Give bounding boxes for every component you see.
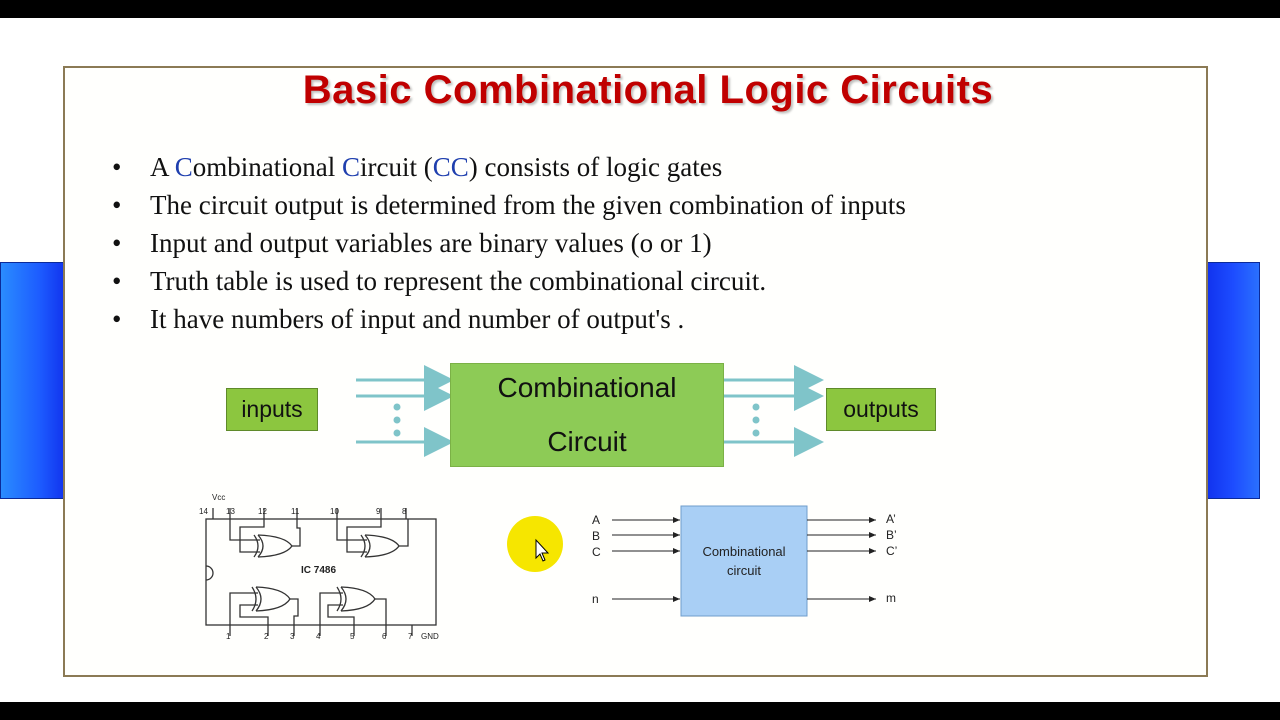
bullet-item-2: • The circuit output is determined from t… — [112, 186, 906, 224]
output-label-m: m — [886, 591, 896, 605]
vcc-label: Vcc — [212, 493, 225, 502]
output-label-c: C’ — [886, 544, 897, 558]
pin-10: 10 — [330, 507, 339, 516]
bullet-item-3: • Input and output variables are binary v… — [112, 224, 906, 262]
pin-1: 1 — [226, 632, 231, 641]
xor-gate-1 — [229, 519, 301, 558]
bullet-text-part: ombinational — [192, 152, 343, 182]
bullet-text: Input and output variables are binary va… — [150, 228, 712, 258]
bottom-letterbox-bar — [0, 702, 1280, 720]
pin-2: 2 — [264, 632, 269, 641]
right-decorative-panel — [1206, 262, 1260, 499]
output-label-b: B’ — [886, 528, 897, 542]
bullet-text-part: ) consists of logic gates — [468, 152, 723, 182]
bullet-glyph: • — [112, 266, 122, 296]
pin-6: 6 — [382, 632, 387, 641]
ellipsis-dot — [752, 403, 760, 411]
left-decorative-panel — [0, 262, 66, 499]
bullet-glyph: • — [112, 228, 122, 258]
ellipsis-dot — [752, 429, 760, 437]
pin-5: 5 — [350, 632, 355, 641]
ic-notch — [205, 565, 214, 581]
ic-part-label: IC 7486 — [301, 565, 336, 576]
top-letterbox-bar — [0, 0, 1280, 18]
highlight-abbrev-cc: CC — [432, 152, 469, 182]
ellipsis-dot — [393, 429, 401, 437]
bullet-item-5: • It have numbers of input and number of … — [112, 300, 906, 338]
bullet-text: It have numbers of input and number of o… — [150, 304, 685, 334]
highlight-letter-c: C — [174, 152, 193, 182]
pin-8: 8 — [402, 507, 407, 516]
pin-14: 14 — [199, 507, 208, 516]
pin-3: 3 — [290, 632, 295, 641]
generic-circuit-box — [680, 505, 808, 617]
circuit-label-line-1: Combinational — [497, 372, 677, 403]
generic-circuit-label-2: circuit — [727, 563, 761, 578]
bullet-glyph: • — [112, 152, 122, 182]
slide-title: Basic Combinational Logic Circuits — [302, 68, 994, 112]
bullet-text: The circuit output is determined from th… — [150, 190, 906, 220]
pin-7: 7 — [408, 632, 413, 641]
input-label-n: n — [592, 592, 599, 606]
pin-13: 13 — [226, 507, 235, 516]
ellipsis-dot — [393, 403, 401, 411]
ellipsis-dot — [393, 416, 401, 424]
bullet-text-part: A — [150, 152, 175, 182]
bullet-glyph: • — [112, 304, 122, 334]
gnd-label: GND — [421, 632, 439, 641]
bullet-glyph: • — [112, 190, 122, 220]
circuit-label-line-2: Circuit — [547, 426, 627, 457]
output-label-a: A’ — [886, 512, 896, 526]
input-label-b: B — [592, 529, 600, 543]
generic-circuit-label-1: Combinational — [702, 544, 785, 559]
inputs-box: inputs — [226, 388, 318, 431]
cursor-highlight — [507, 516, 563, 572]
input-label-a: A — [592, 513, 600, 527]
ic-chip-body — [205, 518, 437, 626]
bullet-text: Truth table is used to represent the com… — [150, 266, 767, 296]
xor-gate-2 — [336, 519, 409, 558]
bullet-item-4: • Truth table is used to represent the co… — [112, 262, 906, 300]
highlight-letter-c: C — [342, 152, 361, 182]
xor-gate-4 — [319, 586, 387, 625]
outputs-box: outputs — [826, 388, 936, 431]
input-label-c: C — [592, 545, 601, 559]
pin-9: 9 — [376, 507, 381, 516]
bullet-list: • A Combinational Circuit (CC) consists o… — [112, 148, 906, 338]
ellipsis-dot — [752, 416, 760, 424]
pin-12: 12 — [258, 507, 267, 516]
bullet-item-1: • A Combinational Circuit (CC) consists o… — [112, 148, 906, 186]
pin-4: 4 — [316, 632, 321, 641]
bullet-text-part: ircuit ( — [360, 152, 433, 182]
pin-11: 11 — [291, 507, 300, 516]
xor-gate-3 — [229, 586, 299, 625]
combinational-circuit-box: Combinational Circuit — [450, 363, 724, 467]
